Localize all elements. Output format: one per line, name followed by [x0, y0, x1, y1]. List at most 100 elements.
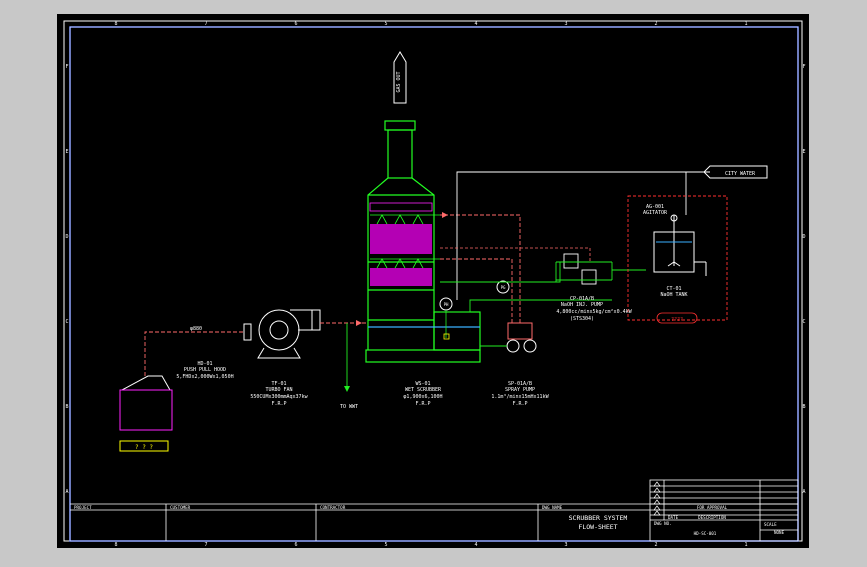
- scale-label: SCALE: [764, 522, 777, 527]
- border-mark-top: 6: [294, 21, 297, 27]
- packing-beds: [369, 202, 433, 286]
- hood-name: PUSH PULL HOOD: [184, 367, 226, 373]
- dwg-name-label: DWG NAME: [542, 505, 563, 510]
- duct-size-label: φ880: [190, 326, 202, 332]
- border-mark-left: D: [65, 234, 68, 240]
- duct-hood-to-fan: [144, 331, 244, 376]
- fan-name: TURBO FAN: [265, 387, 292, 393]
- scrubber-spec: φ1,900x6,100H: [403, 394, 442, 400]
- spray-nozzles: [370, 214, 440, 269]
- date-label: DATE: [668, 515, 679, 520]
- cp-name: NaOH INJ. PUMP: [561, 302, 603, 308]
- border-mark-left: C: [65, 319, 68, 325]
- border-mark-top: 7: [204, 21, 207, 27]
- city-water-line: [456, 171, 710, 300]
- spray-code: SP-01A/B: [508, 381, 532, 387]
- border-mark-right: C: [802, 319, 805, 325]
- desc-label: DESCRIPTION: [698, 515, 726, 520]
- inner-border-white: [69, 26, 799, 542]
- cp-code: CP-01A/B: [570, 296, 594, 302]
- push-pull-hood: ? ? ?: [119, 375, 173, 452]
- agitator-code: AG-001: [646, 204, 664, 210]
- cp-material: (STS304): [570, 316, 594, 322]
- title-block: [70, 479, 799, 542]
- spray-spec: 1.1m³/minx15mHx11kW: [491, 394, 549, 400]
- cp-spec: 4,800cc/minx5kg/cm²x0.4kW: [556, 309, 632, 315]
- naoh-tank-tag: ????: [671, 317, 683, 323]
- agitator-name: AGITATOR: [643, 210, 668, 216]
- border-mark-top: 2: [654, 21, 657, 27]
- border-mark-left: F: [65, 64, 68, 70]
- hood-spec: 5,FHDx2,000Wx1,050H: [176, 374, 233, 380]
- border-mark-right: D: [802, 234, 805, 240]
- border-mark-bottom: 6: [294, 542, 297, 548]
- to-wwt-label: TO WWT: [340, 404, 358, 410]
- title-line-1: SCRUBBER SYSTEM: [569, 514, 628, 522]
- title-line-2: FLOW-SHEET: [578, 523, 617, 531]
- naoh-tank-area: [627, 195, 728, 321]
- border-mark-top: 8: [114, 21, 117, 27]
- gas-out-label: GAS OUT: [396, 71, 402, 92]
- naoh-pumps: [555, 253, 646, 285]
- hood-code: HD-01: [197, 361, 212, 367]
- spray-name: SPRAY PUMP: [505, 387, 535, 393]
- border-mark-right: E: [802, 149, 805, 155]
- hood-tag-box: [119, 440, 169, 452]
- border-mark-top: 3: [564, 21, 567, 27]
- spray-material: F.R.P: [512, 401, 527, 407]
- dwg-no-label: DWG NO.: [654, 521, 672, 526]
- tank-name: NaOH TANK: [660, 292, 687, 298]
- turbo-fan: [243, 309, 321, 359]
- border-mark-right: A: [802, 489, 805, 495]
- flow-arrow-fan-scrubber: [356, 320, 362, 326]
- scale-value: NONE: [774, 530, 785, 535]
- pg-instrument: PG: [496, 280, 510, 294]
- naoh-tag-box: [656, 312, 698, 324]
- rev-label: FOR APPROVAL: [697, 505, 728, 510]
- customer-label: CUSTOMER: [170, 505, 191, 510]
- pg-text: PG: [501, 285, 506, 290]
- gas-out-arrow: GAS OUT: [393, 51, 407, 104]
- fan-spec: 550CUMx300mmAqx37kw: [250, 394, 308, 400]
- border-mark-left: A: [65, 489, 68, 495]
- border-mark-bottom: 8: [114, 542, 117, 548]
- border-mark-bottom: 2: [654, 542, 657, 548]
- revision-marks: [653, 481, 661, 516]
- border-mark-left: E: [65, 149, 68, 155]
- border-mark-bottom: 7: [204, 542, 207, 548]
- dwg-no: HD-SC-001: [694, 531, 717, 536]
- contractor-label: CONTRACTOR: [320, 505, 346, 510]
- border-mark-top: 1: [744, 21, 747, 27]
- drain-arrow: [344, 386, 350, 392]
- ph-text: PH: [444, 302, 449, 307]
- border-mark-right: F: [802, 64, 805, 70]
- wet-scrubber: [365, 120, 481, 363]
- recirc-line-lower: [440, 258, 513, 323]
- scrubber-name: WET SCRUBBER: [405, 387, 442, 393]
- fan-material: F.R.P: [271, 401, 286, 407]
- fan-code: TF-01: [271, 381, 286, 387]
- border-mark-top: 5: [384, 21, 387, 27]
- sheet-background: [57, 14, 809, 548]
- project-label: PROJECT: [74, 505, 92, 510]
- title-block-text: PROJECT CUSTOMER CONTRACTOR DWG NAME SCR…: [74, 505, 785, 536]
- border-mark-bottom: 5: [384, 542, 387, 548]
- hood-tag: ? ? ?: [135, 444, 153, 451]
- border-mark-bottom: 3: [564, 542, 567, 548]
- border-mark-bottom: 1: [744, 542, 747, 548]
- border-mark-bottom: 4: [474, 542, 477, 548]
- recirc-line-upper: [440, 214, 521, 323]
- naoh-red-line: [440, 247, 591, 262]
- naoh-tank: [653, 214, 707, 276]
- tank-code: CT-01: [666, 286, 681, 292]
- valve-upper: [442, 212, 448, 218]
- equipment-labels: HD-01 PUSH PULL HOOD 5,FHDx2,000Wx1,050H…: [176, 204, 687, 410]
- ph-instrument: PH: [439, 297, 453, 340]
- naoh-line-lower: [440, 299, 612, 313]
- border-mark-top: 4: [474, 21, 477, 27]
- city-water-arrow: [703, 165, 768, 179]
- border-mark-right: B: [802, 404, 805, 410]
